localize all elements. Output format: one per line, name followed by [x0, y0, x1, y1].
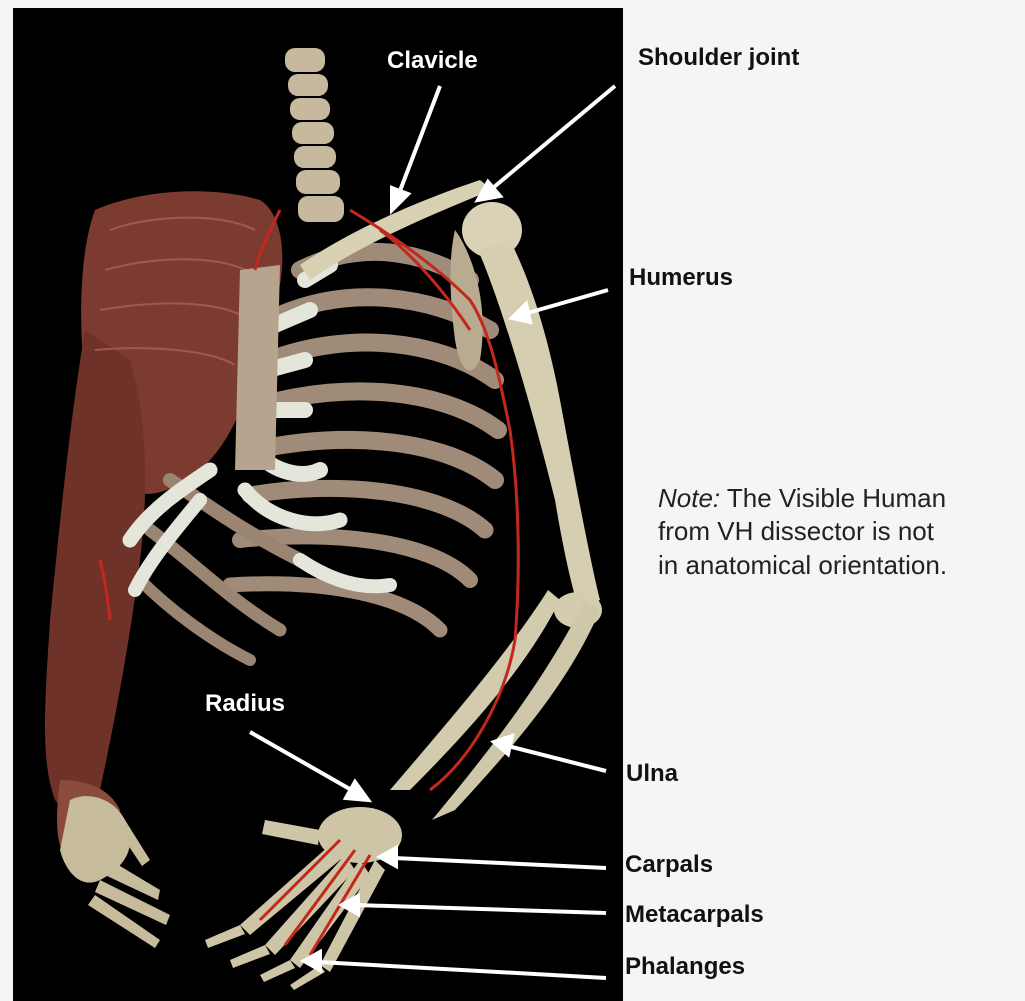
label-metacarpals: Metacarpals [625, 903, 764, 927]
orientation-note: Note: The Visible Human from VH dissecto… [658, 482, 1025, 582]
note-line-2: from VH dissector is not [658, 515, 1025, 548]
label-shoulder-joint: Shoulder joint [638, 46, 799, 70]
note-line-1-text: The Visible Human [720, 483, 946, 513]
label-carpals: Carpals [625, 853, 713, 877]
label-clavicle: Clavicle [387, 49, 478, 73]
label-radius: Radius [205, 692, 285, 716]
note-line-3: in anatomical orientation. [658, 549, 1025, 582]
label-phalanges: Phalanges [625, 955, 745, 979]
label-ulna: Ulna [626, 762, 678, 786]
note-line-1: Note: The Visible Human [658, 482, 1025, 515]
sternum [235, 265, 280, 470]
note-lead: Note: [658, 483, 720, 513]
label-humerus: Humerus [629, 266, 733, 290]
